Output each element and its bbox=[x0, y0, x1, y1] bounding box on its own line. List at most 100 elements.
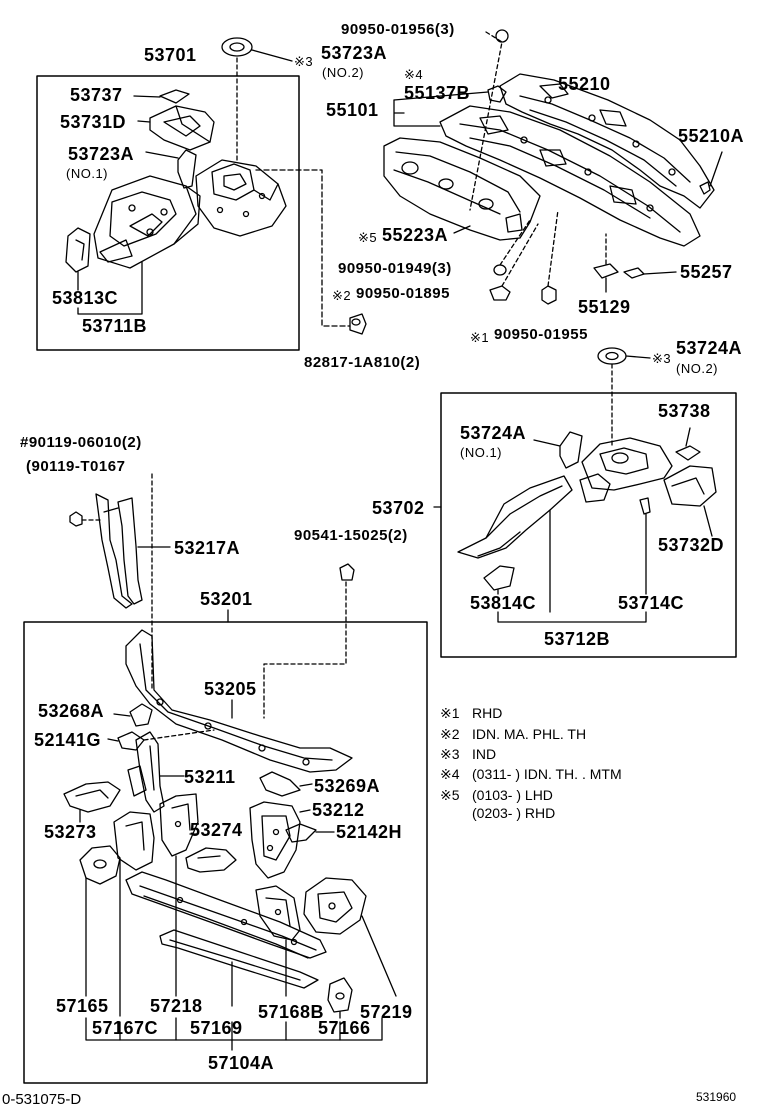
label-57218: 57218 bbox=[150, 996, 203, 1016]
label-53724A-no1-sub: (NO.1) bbox=[460, 445, 502, 460]
part-53714C bbox=[639, 497, 651, 515]
label-53724A-no1: 53724A bbox=[460, 423, 527, 443]
label-57165: 57165 bbox=[56, 996, 109, 1016]
part-55223A-silencer bbox=[383, 137, 541, 241]
leader-53724A-top bbox=[625, 355, 651, 359]
legend-row-1: ※1 RHD bbox=[440, 706, 502, 721]
part-53723A-no1 bbox=[177, 149, 197, 189]
label-53724A-no2: 53724A bbox=[676, 338, 743, 358]
part-55210-lower bbox=[439, 105, 701, 247]
leader-53732D bbox=[703, 505, 713, 537]
part-55257 bbox=[623, 267, 645, 279]
label-53701: 53701 bbox=[144, 45, 197, 65]
label-53813C: 53813C bbox=[52, 288, 119, 308]
part-57165 bbox=[79, 845, 121, 885]
mark-2: ※2 bbox=[332, 288, 352, 303]
part-57167C bbox=[113, 811, 155, 871]
label-53273: 53273 bbox=[44, 822, 97, 842]
part-90950-01949-plug bbox=[493, 264, 507, 276]
dash-53701-clip bbox=[255, 169, 351, 327]
label-53211: 53211 bbox=[184, 767, 236, 787]
part-53212 bbox=[249, 801, 301, 879]
leader-53723A-top bbox=[251, 49, 293, 62]
label-90119-T0167: (90119-T0167 bbox=[26, 458, 126, 475]
label-90950-01895: 90950-01895 bbox=[356, 285, 450, 302]
dash-90119-bolt bbox=[81, 473, 153, 691]
label-53201: 53201 bbox=[200, 589, 253, 609]
legend-text: IND bbox=[472, 746, 497, 762]
label-55210A: 55210A bbox=[678, 126, 745, 146]
label-55129: 55129 bbox=[578, 297, 631, 317]
label-57169: 57169 bbox=[190, 1018, 243, 1038]
label-53712B: 53712B bbox=[544, 629, 611, 649]
part-52141G bbox=[117, 731, 145, 751]
dash-plug-01895 bbox=[501, 223, 539, 287]
label-53702: 53702 bbox=[372, 498, 425, 518]
legend-mark: ※4 bbox=[440, 766, 460, 782]
part-52142H bbox=[285, 823, 317, 843]
part-90950-01955-plug bbox=[541, 285, 557, 305]
part-53274 bbox=[159, 793, 199, 857]
legend-mark: ※5 bbox=[440, 787, 460, 803]
label-53731D: 53731D bbox=[60, 112, 127, 132]
label-53711B: 53711B bbox=[82, 316, 148, 336]
part-53724A-no1 bbox=[559, 431, 583, 469]
label-53814C: 53814C bbox=[470, 593, 537, 613]
part-53813C bbox=[65, 227, 91, 273]
leader-52141G bbox=[107, 738, 119, 742]
part-57169-reinforcement bbox=[159, 929, 319, 989]
bracket-53711B bbox=[77, 261, 143, 315]
part-55129 bbox=[593, 263, 619, 279]
label-82817-1A810: 82817-1A810(2) bbox=[304, 354, 421, 371]
legend-text: IDN. MA. PHL. TH bbox=[472, 726, 587, 742]
label-53724A-no2-sub: (NO.2) bbox=[676, 361, 718, 376]
leader-53268A bbox=[113, 713, 131, 717]
dash-plug-01955 bbox=[547, 209, 559, 287]
part-53738 bbox=[675, 445, 701, 461]
leader-53737 bbox=[133, 95, 161, 98]
bracket-57104A bbox=[85, 1017, 383, 1041]
group-box-53701 bbox=[36, 75, 300, 351]
leader-53731D bbox=[137, 120, 151, 123]
mark-1: ※1 bbox=[470, 330, 490, 345]
part-57168B bbox=[255, 885, 301, 941]
bracket-53712B bbox=[497, 611, 647, 623]
part-53711B-apron-outer bbox=[195, 159, 287, 237]
dash-90541 bbox=[263, 581, 347, 719]
mark-3-top: ※3 bbox=[294, 54, 314, 69]
footer-left-code: 0-531075-D bbox=[2, 1091, 82, 1108]
label-53738: 53738 bbox=[658, 401, 711, 421]
legend-mark: ※1 bbox=[440, 705, 460, 721]
part-53268A bbox=[129, 703, 153, 727]
legend-text: RHD bbox=[472, 705, 503, 721]
part-53724A-no2-washer bbox=[597, 347, 627, 365]
part-57218-bracket bbox=[185, 847, 237, 873]
leader-55210A bbox=[709, 151, 723, 187]
part-53731D bbox=[149, 105, 215, 151]
legend-text: (0311- ) IDN. TH. . MTM bbox=[472, 766, 622, 782]
label-90119-06010: #90119-06010(2) bbox=[20, 434, 142, 451]
dash-52141G bbox=[143, 729, 215, 741]
leader-53212 bbox=[299, 809, 311, 813]
label-53217A: 53217A bbox=[174, 538, 241, 558]
label-53274: 53274 bbox=[190, 820, 243, 840]
label-53268A: 53268A bbox=[38, 701, 105, 721]
part-82817-clip bbox=[349, 313, 367, 335]
leader-55223A bbox=[453, 225, 471, 234]
label-57166: 57166 bbox=[318, 1018, 371, 1038]
part-90950-01895-plug bbox=[489, 285, 511, 301]
leader-57219 bbox=[361, 915, 397, 997]
part-57104A-lower-crossmember bbox=[125, 871, 327, 959]
label-55101: 55101 bbox=[326, 100, 379, 120]
bracket-55101 bbox=[393, 99, 441, 127]
part-90541-clip bbox=[339, 563, 355, 581]
label-53723A-no2: 53723A bbox=[321, 43, 388, 63]
part-53711B-apron-inner bbox=[93, 175, 201, 269]
part-53814C bbox=[483, 565, 515, 591]
footer-right-code: 531960 bbox=[696, 1090, 737, 1104]
leader-53724A-left bbox=[533, 439, 561, 447]
mark-5: ※5 bbox=[358, 230, 378, 245]
part-53712B-apron-lower bbox=[457, 475, 573, 559]
label-52142H: 52142H bbox=[336, 822, 403, 842]
